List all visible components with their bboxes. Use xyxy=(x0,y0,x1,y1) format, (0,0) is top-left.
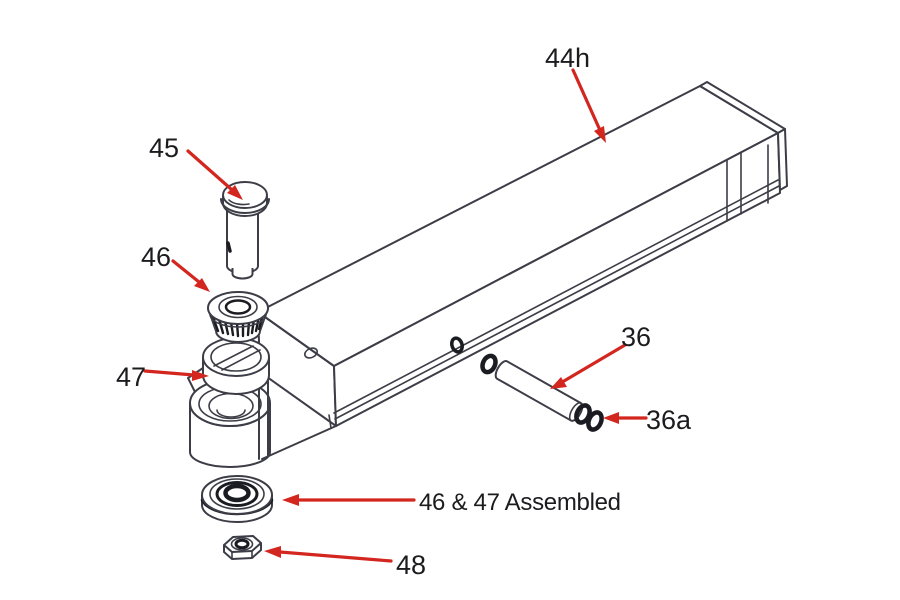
assembled-outer-ring xyxy=(201,475,273,515)
nut-hole xyxy=(234,538,250,550)
callout-46-47-assembled: 46 & 47 Assembled xyxy=(282,489,621,516)
callout-46-label: 46 xyxy=(141,242,171,272)
pin-head-chamfer-arc xyxy=(228,199,250,206)
callout-45-arrow-head xyxy=(227,185,243,200)
beam-side-band-lines xyxy=(726,144,769,222)
callout-45-arrow-line xyxy=(186,149,233,191)
callout-36: 36 xyxy=(550,322,651,389)
hex-nut-48 xyxy=(223,535,262,560)
callout-47: 47 xyxy=(116,362,209,392)
callout-47-arrow-line xyxy=(143,369,196,377)
nut-corner-edges xyxy=(231,550,253,560)
callout-46: 46 xyxy=(141,242,210,292)
callout-36a-label: 36a xyxy=(646,405,692,435)
pin36-end-face xyxy=(568,402,584,422)
callout-48: 48 xyxy=(264,546,426,580)
beam-44h xyxy=(257,81,788,460)
beam-side-face xyxy=(333,132,781,427)
callout-47-label: 47 xyxy=(116,362,146,392)
callout-44h-arrow-head xyxy=(594,126,606,143)
assembled-middle-ring xyxy=(209,478,265,510)
callout-36a-arrow-head xyxy=(603,412,619,424)
callout-48-arrow-head xyxy=(264,546,281,558)
beam-top-hole xyxy=(304,347,318,359)
beam-right-end-face xyxy=(777,128,788,191)
boss-bore-floor-arc xyxy=(216,409,246,418)
retaining-rings-36a xyxy=(480,353,604,432)
beam-left-plate-edges xyxy=(258,380,337,460)
retaining-ring-right-2 xyxy=(586,410,604,432)
assembled-bearing-46-47 xyxy=(200,475,274,523)
callout-36-arrow-line xyxy=(562,343,627,383)
beam-bottom-rail-lines xyxy=(328,179,780,429)
cone-bore xyxy=(224,299,252,315)
callout-46-arrow-line xyxy=(171,259,201,284)
bearing-cup-47 xyxy=(202,337,270,395)
bearing-cone-46 xyxy=(207,291,269,343)
callout-36-label: 36 xyxy=(621,322,651,352)
pin-head-lip-arc xyxy=(220,198,270,214)
cup-bore-hatch xyxy=(213,345,261,371)
clevis-pin-45 xyxy=(220,181,270,280)
callout-36-arrow-head xyxy=(550,377,567,389)
callout-48-label: 48 xyxy=(396,550,426,580)
callout-47-arrow-head xyxy=(192,370,209,381)
cone-inner-ring xyxy=(218,295,258,319)
callout-48-arrow-line xyxy=(278,550,393,563)
callout-46-arrow-head xyxy=(194,278,210,292)
callout-44h: 44h xyxy=(545,43,606,143)
pin-tip-stub xyxy=(231,268,254,280)
callout-44h-label: 44h xyxy=(545,43,590,73)
cone-cage-arc xyxy=(209,313,267,328)
retaining-ring-left xyxy=(480,353,498,375)
callout-45: 45 xyxy=(149,133,243,200)
pin-cross-hole-mark xyxy=(226,241,232,253)
cup-inner-ring xyxy=(210,342,262,372)
nut-hole-ring xyxy=(230,537,254,551)
callout-36a: 36a xyxy=(603,405,692,435)
callout-45-label: 45 xyxy=(149,133,179,163)
assembled-bore xyxy=(223,483,251,503)
assembled-cone-ring xyxy=(215,481,259,507)
callout-assembled-label: 46 & 47 Assembled xyxy=(419,489,621,516)
callout-assembled-arrow-head xyxy=(282,494,299,506)
callout-44h-arrow-line xyxy=(571,68,601,130)
beam-side-hole xyxy=(450,336,464,354)
roller-pin-36 xyxy=(494,360,584,422)
